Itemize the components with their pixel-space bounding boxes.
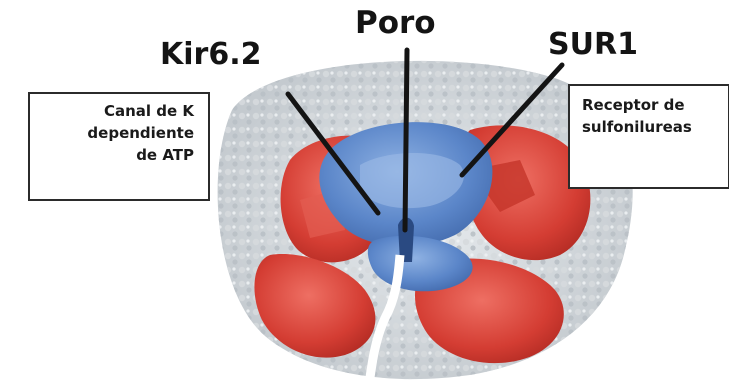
poro-label: Poro	[355, 8, 436, 39]
textbox-line: Receptor de	[582, 94, 724, 116]
atp-channel-textbox: Canal de K dependiente de ATP	[28, 92, 210, 201]
kir62-label: Kir6.2	[160, 40, 261, 70]
sulfonylurea-receptor-textbox: Receptor de sulfonilureas	[568, 84, 729, 189]
sur1-label: SUR1	[548, 30, 638, 60]
textbox-line: de ATP	[36, 144, 194, 166]
textbox-line: sulfonilureas	[582, 116, 724, 138]
textbox-line: Canal de K	[36, 100, 194, 122]
poro-pointer-line	[405, 50, 407, 230]
textbox-line: dependiente	[36, 122, 194, 144]
